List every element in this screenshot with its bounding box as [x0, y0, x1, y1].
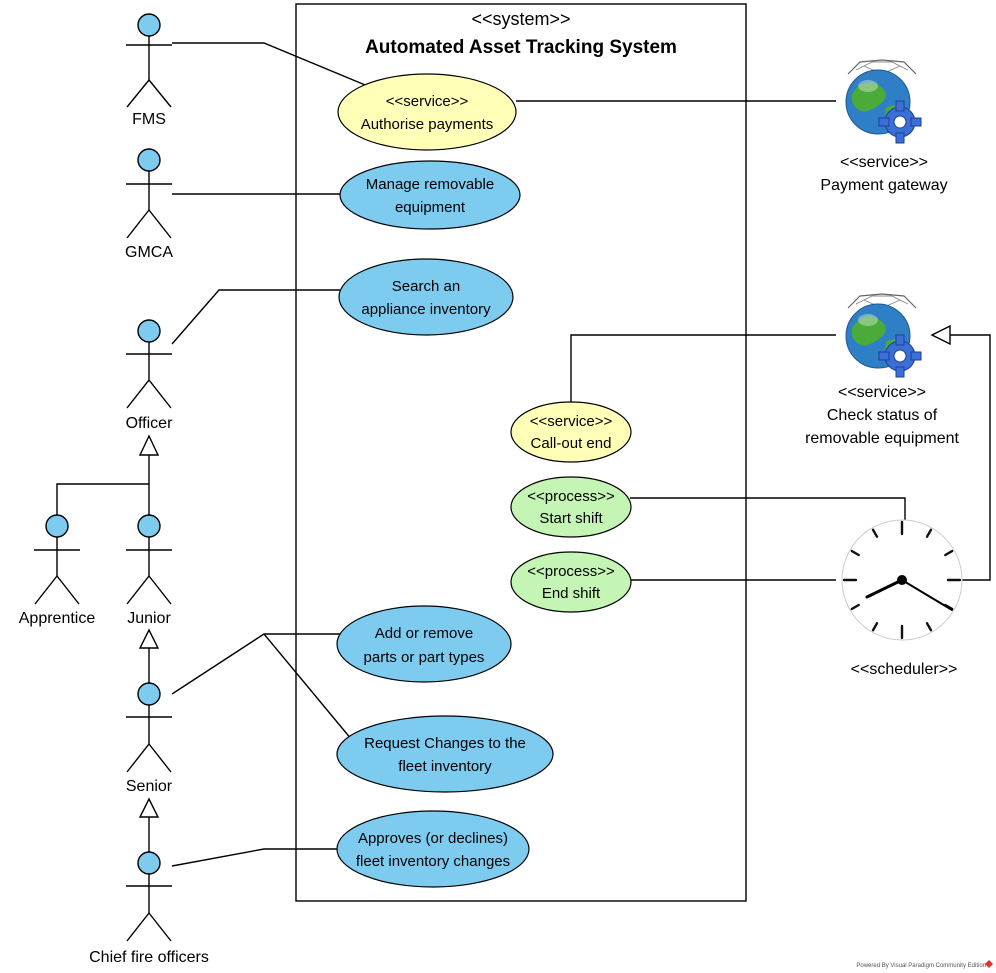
service-label: Payment gateway [820, 177, 947, 194]
actor-apprentice[interactable]: Apprentice [19, 514, 96, 627]
stick-figure-icon [126, 514, 172, 605]
actor-label: Apprentice [19, 610, 96, 627]
stick-figure-icon [126, 13, 172, 108]
use-case-label: End shift [542, 585, 601, 602]
generalization-arrow-junior [138, 628, 160, 649]
stick-figure-icon [126, 319, 172, 409]
generalization-arrow-officer [138, 434, 160, 456]
scheduler[interactable]: <<scheduler>> [841, 519, 963, 678]
use-case-label: Add or remove [375, 625, 473, 642]
generalization-arrow-check-status [930, 324, 951, 346]
use-case-label: Manage removable [366, 176, 494, 193]
actor-label: Officer [126, 415, 174, 432]
system-title: Automated Asset Tracking System [365, 37, 677, 58]
stick-figure-icon [126, 851, 172, 942]
actor-fms[interactable]: FMS [126, 13, 172, 128]
use-case-label: Approves (or declines) [358, 830, 508, 847]
actor-chief-fire-officers[interactable]: Chief fire officers [89, 851, 209, 966]
service-check-status[interactable]: <<service>> Check status of removable eq… [805, 293, 959, 447]
stick-figure-icon [126, 148, 172, 239]
actor-label: Junior [127, 610, 171, 627]
actor-label: Chief fire officers [89, 949, 209, 966]
actor-officer[interactable]: Officer [126, 319, 174, 432]
scheduler-label: <<scheduler>> [851, 661, 958, 678]
stick-figure-icon [126, 682, 172, 773]
clock-tick [925, 528, 933, 538]
service-stereotype: <<service>> [840, 154, 928, 171]
use-case-stereotype: <<process>> [527, 563, 615, 580]
clock-tick [871, 528, 879, 538]
actor-label: Senior [126, 778, 173, 795]
use-case-label: parts or part types [364, 649, 485, 666]
clock-icon [841, 519, 963, 641]
use-case-label: Authorise payments [361, 116, 494, 133]
clock-tick [944, 549, 954, 557]
use-case-label: Search an [392, 278, 460, 295]
use-case-start-shift[interactable]: <<process>> Start shift [510, 476, 632, 538]
use-case-approves-changes[interactable]: Approves (or declines) fleet inventory c… [336, 810, 530, 888]
clock-tick [925, 622, 933, 632]
use-case-request-changes[interactable]: Request Changes to the fleet inventory [336, 715, 554, 793]
generalization-arrow-senior [138, 797, 160, 818]
use-case-label: appliance inventory [361, 301, 491, 318]
clock-tick [850, 603, 860, 611]
actor-label: GMCA [125, 244, 173, 261]
actor-label: FMS [132, 111, 166, 128]
use-case-label: fleet inventory [398, 758, 492, 775]
visual-paradigm-logo-icon [985, 960, 993, 968]
use-case-call-out-end[interactable]: <<service>> Call-out end [510, 401, 632, 463]
globe-gear-icon [845, 293, 922, 378]
use-case-label: fleet inventory changes [356, 853, 510, 870]
use-case-stereotype: <<process>> [527, 488, 615, 505]
clock-tick [871, 622, 879, 632]
use-case-search-appliance-inventory[interactable]: Search an appliance inventory [338, 258, 514, 336]
service-label: Check status of [827, 407, 938, 424]
associations [56, 42, 991, 867]
use-case-add-remove-parts[interactable]: Add or remove parts or part types [336, 605, 512, 683]
use-case-end-shift[interactable]: <<process>> End shift [510, 551, 632, 613]
system-stereotype: <<system>> [471, 9, 570, 29]
use-case-stereotype: <<service>> [386, 93, 469, 110]
stick-figure-icon [34, 514, 80, 605]
use-case-manage-removable-equipment[interactable]: Manage removable equipment [339, 160, 521, 230]
use-case-stereotype: <<service>> [530, 413, 613, 430]
globe-gear-icon [845, 59, 922, 144]
footer-credit: Powered By Visual Paradigm Community Edi… [856, 963, 986, 969]
actor-senior[interactable]: Senior [126, 682, 173, 795]
actor-junior[interactable]: Junior [126, 514, 172, 627]
use-case-label: Start shift [539, 510, 603, 527]
service-payment-gateway[interactable]: <<service>> Payment gateway [820, 59, 948, 194]
actor-gmca[interactable]: GMCA [125, 148, 173, 261]
use-case-authorise-payments[interactable]: <<service>> Authorise payments [337, 73, 517, 151]
use-case-label: Request Changes to the [364, 735, 526, 752]
service-label: removable equipment [805, 430, 959, 447]
clock-tick [850, 549, 860, 557]
use-case-label: equipment [395, 199, 466, 216]
use-case-label: Call-out end [531, 435, 612, 452]
service-stereotype: <<service>> [838, 384, 926, 401]
